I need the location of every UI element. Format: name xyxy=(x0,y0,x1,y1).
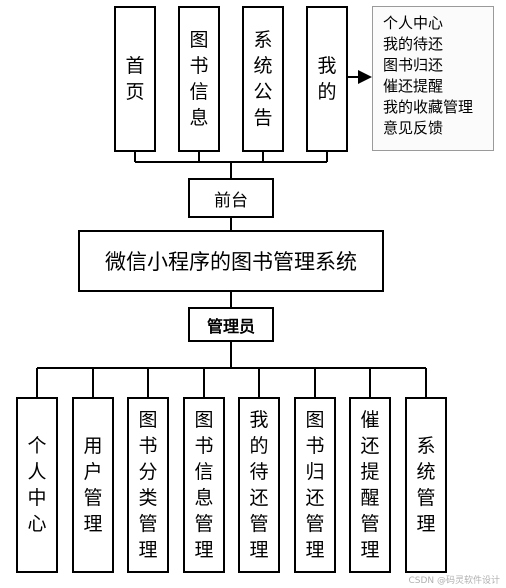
system-title-node: 微信小程序的图书管理系统 xyxy=(78,230,384,292)
arrow-head-icon xyxy=(358,70,372,84)
watermark: CSDN @码灵软件设计 xyxy=(408,576,500,586)
my-menu-item: 催还提醒 xyxy=(383,77,444,95)
admin-module-box: 个人中心 xyxy=(16,397,58,573)
nav-label: 系统公告 xyxy=(253,29,273,129)
admin-module-label: 个人中心 xyxy=(27,435,47,535)
admin-module-box: 催还提醒管理 xyxy=(349,397,391,573)
admin-module-box: 我的待还管理 xyxy=(238,397,280,573)
admin-module-label: 我的待还管理 xyxy=(249,409,269,561)
system-title: 微信小程序的图书管理系统 xyxy=(105,250,357,274)
my-menu-item: 图书归还 xyxy=(383,56,444,74)
admin-module-label: 图书分类管理 xyxy=(138,409,158,561)
admin-module-label: 图书归还管理 xyxy=(305,409,325,561)
admin-module-label: 系统管理 xyxy=(416,435,436,535)
nav-box-book-info: 图书信息 xyxy=(178,6,220,152)
admin-module-box: 图书信息管理 xyxy=(183,397,225,573)
admin-module-label: 催还提醒管理 xyxy=(360,409,380,561)
nav-box-mine: 我的 xyxy=(306,6,348,152)
nav-box-announcement: 系统公告 xyxy=(242,6,284,152)
frontend-label: 前台 xyxy=(214,190,248,211)
admin-label: 管理员 xyxy=(206,316,255,336)
admin-module-box: 系统管理 xyxy=(405,397,447,573)
nav-label: 图书信息 xyxy=(189,29,209,129)
my-menu-item: 我的收藏管理 xyxy=(383,98,474,116)
nav-box-home: 首页 xyxy=(114,6,156,152)
my-menu-item: 个人中心 xyxy=(383,14,444,32)
admin-module-label: 用户管理 xyxy=(83,435,103,535)
my-menu-item: 我的待还 xyxy=(383,35,444,53)
admin-module-box: 用户管理 xyxy=(72,397,114,573)
nav-label: 我的 xyxy=(317,55,337,103)
admin-node: 管理员 xyxy=(188,307,274,342)
frontend-node: 前台 xyxy=(188,178,274,218)
admin-module-box: 图书归还管理 xyxy=(294,397,336,573)
my-menu-item: 意见反馈 xyxy=(383,119,444,137)
admin-module-label: 图书信息管理 xyxy=(194,409,214,561)
admin-module-box: 图书分类管理 xyxy=(127,397,169,573)
my-menu-note: 个人中心 我的待还 图书归还 催还提醒 我的收藏管理 意见反馈 xyxy=(372,6,494,151)
nav-label: 首页 xyxy=(125,55,145,103)
